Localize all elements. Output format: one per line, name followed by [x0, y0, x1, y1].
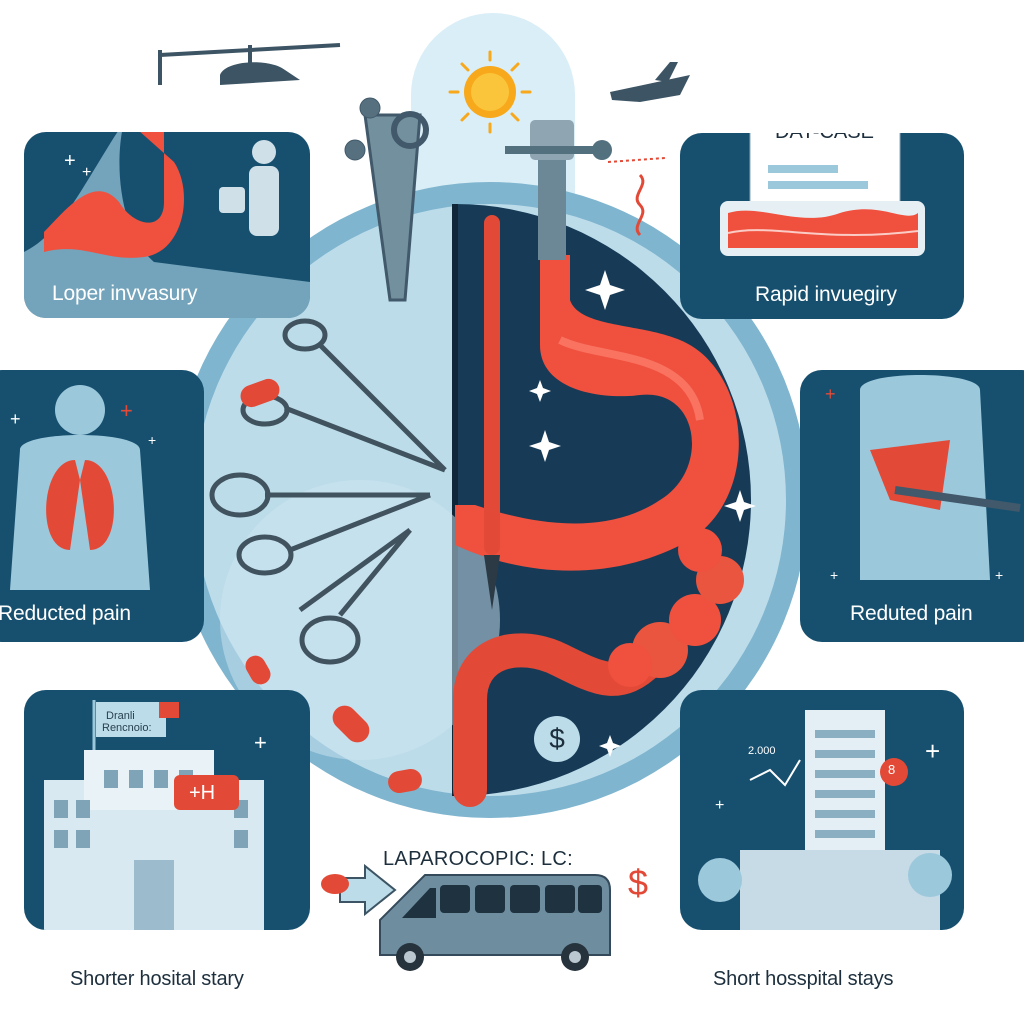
svg-text:+: +	[825, 384, 836, 404]
svg-text:+: +	[10, 409, 21, 429]
hospital-icon: +	[44, 700, 267, 930]
panel-label: Reduted pain	[850, 602, 973, 625]
panel-label: Rapid invuegiry	[755, 283, 897, 306]
panel-shorter-stay-left: + Dranli Rencnoio: +H	[24, 690, 310, 930]
banner-line-2: Rencnoio:	[102, 722, 152, 734]
panel-shorter-stay-right: + + 2.000 8	[680, 690, 964, 930]
panel-reduced-pain-left: + + + Reducted pain	[0, 370, 204, 642]
helicopter-icon	[158, 43, 341, 85]
svg-text:+: +	[148, 432, 156, 448]
scissors-icon	[209, 318, 447, 665]
svg-text:+: +	[64, 150, 76, 172]
plane-icon	[610, 62, 690, 102]
card-title: DAY-CASE	[775, 133, 874, 144]
svg-text:+: +	[120, 398, 133, 423]
label-shorter-stay-left: Shorter hosital stary	[70, 968, 244, 990]
svg-text:+: +	[715, 797, 724, 814]
panel-label: Loper invvasury	[52, 282, 198, 305]
svg-text:+: +	[254, 730, 267, 755]
probe-icon	[484, 215, 500, 610]
day-case-card	[720, 133, 925, 256]
label-shorter-stay-right: Short hosspital stays	[713, 968, 894, 990]
svg-text:+: +	[925, 736, 940, 766]
panel-label: Reducted pain	[0, 602, 131, 625]
sign-text: +H	[189, 782, 216, 804]
panel-less-invasive: + + Loper invvasury	[24, 132, 310, 318]
sun-icon	[448, 50, 532, 134]
arrow-icon	[321, 863, 397, 917]
pills	[240, 378, 422, 794]
dna-icon	[635, 173, 645, 237]
svg-text:+: +	[995, 567, 1003, 583]
banner-line-1: Dranli	[106, 710, 135, 722]
badge-text: 8	[888, 762, 896, 777]
panel-rapid-recovery: DAY-CASE Rapid invuegiry	[680, 133, 964, 319]
doctor-icon	[219, 140, 279, 236]
price-text: 2.000	[748, 745, 776, 757]
svg-text:+: +	[82, 164, 91, 181]
dollar-badge: $	[534, 716, 580, 762]
panel-reduced-pain-right: + + + Reduted pain	[800, 370, 1024, 642]
stomach-illustration	[453, 255, 744, 807]
van-icon	[379, 874, 611, 971]
stomach-icon: + +	[24, 132, 310, 318]
forceps-icon	[344, 97, 429, 302]
abdomen-icon: + + +	[825, 375, 1021, 583]
hospital-icon: + +	[698, 710, 952, 930]
svg-text:+: +	[830, 567, 838, 583]
sparkles	[529, 270, 756, 757]
center-title: LAPAROCOPIC: LC:	[383, 848, 574, 870]
dollar-symbol: $	[549, 723, 565, 754]
laparoscope-icon	[505, 120, 612, 290]
dollar-arrow-icon: $	[628, 862, 649, 903]
lungs-icon: + + +	[10, 385, 156, 590]
